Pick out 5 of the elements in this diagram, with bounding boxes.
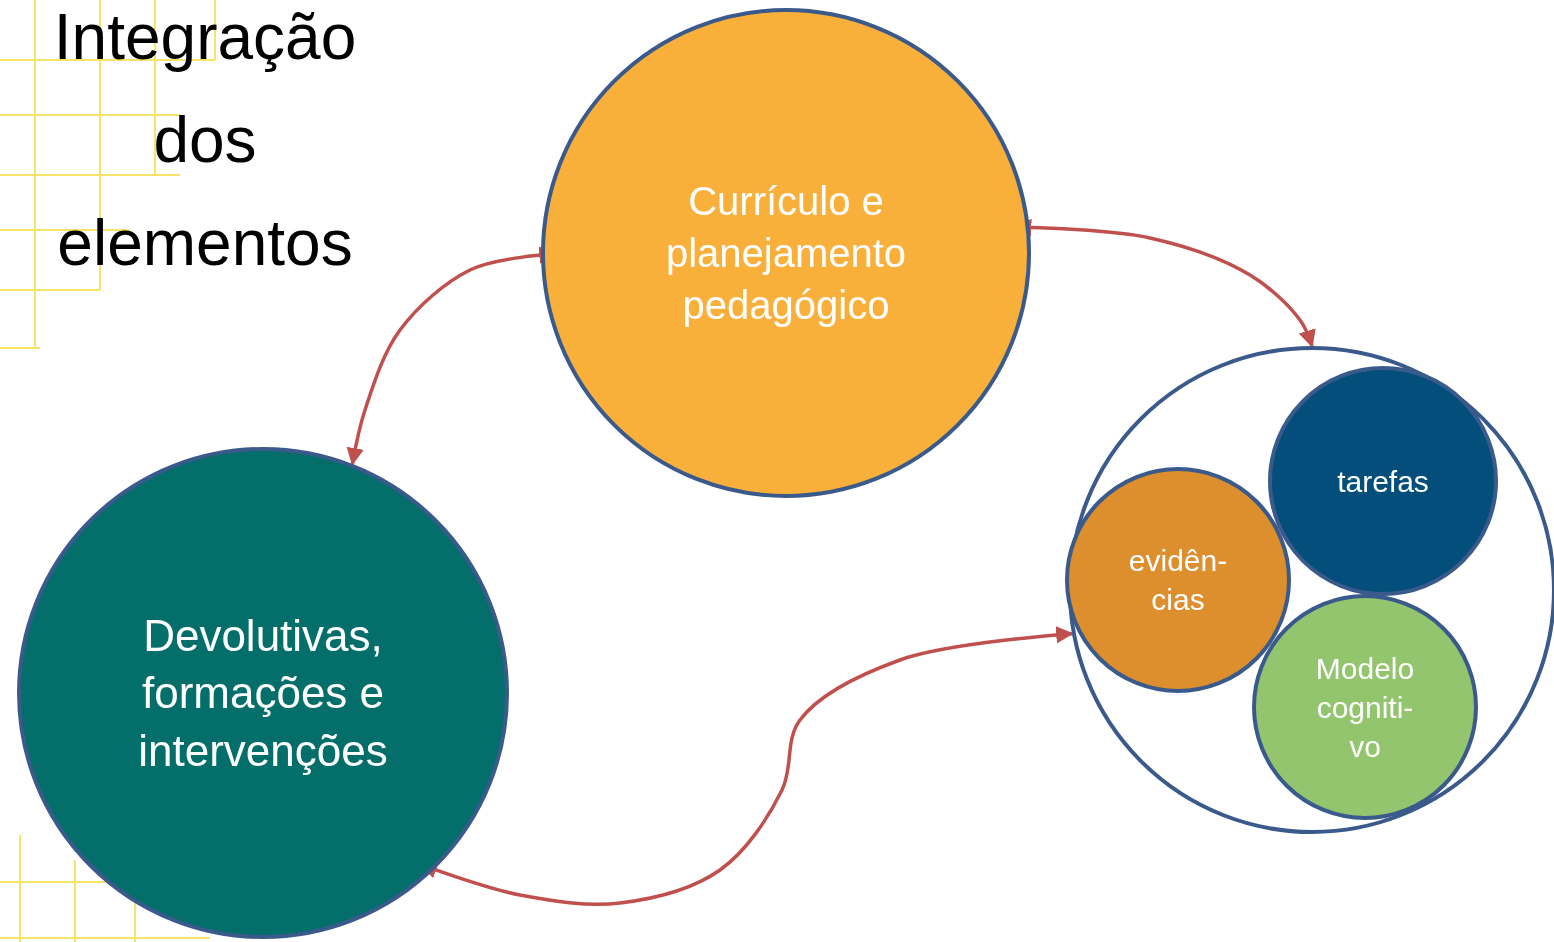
node-label: Modelo cogniti- vo <box>1314 650 1416 765</box>
node-label: Currículo e planejamento pedagógico <box>664 178 908 329</box>
node-label: tarefas <box>1337 463 1429 500</box>
node-label: evidên- cias <box>1127 543 1229 618</box>
node-label: Devolutivas, formações e intervenções <box>137 610 389 777</box>
